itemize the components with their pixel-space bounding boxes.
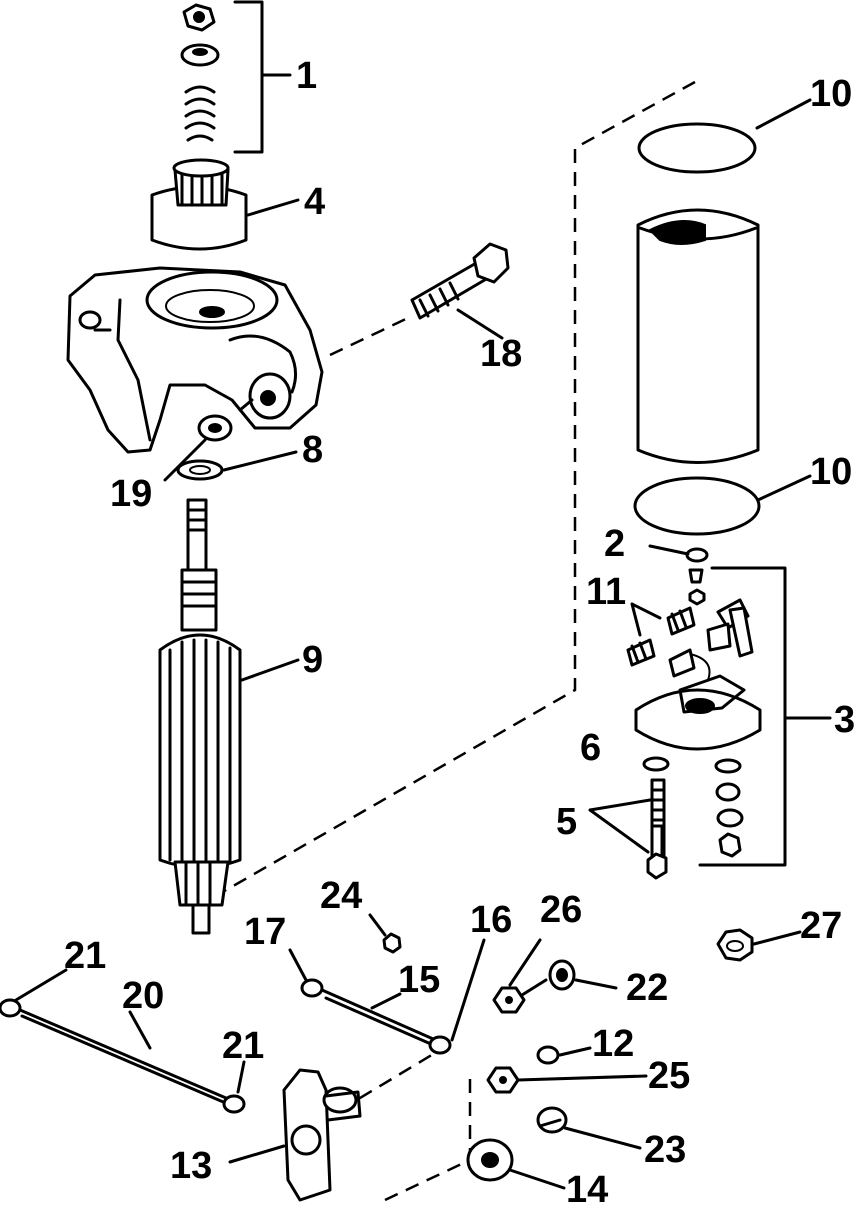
callout-3: 3 [834,699,855,741]
callout-11: 11 [586,571,626,613]
parts-5-6-bolts-washer [588,756,670,880]
callout-27: 27 [800,905,842,947]
callout-14: 14 [566,1169,608,1211]
callout-21-right: 21 [222,1025,264,1067]
callout-4: 4 [304,181,325,223]
callout-labels: 1 2 3 4 5 6 8 9 10 10 11 12 13 14 15 16 … [64,55,855,1211]
callout-10-top: 10 [810,73,852,115]
drive-housing-bracket [66,266,324,454]
part-10-o-rings-frame [633,98,812,536]
callout-8: 8 [302,429,323,471]
callout-12: 12 [592,1023,634,1065]
part-9-armature [158,498,300,935]
callout-17: 17 [244,911,286,953]
part-4-drive-pinion [150,158,300,251]
callout-16: 16 [470,899,512,941]
small-hardware [368,913,802,1190]
callout-24: 24 [320,875,362,917]
callout-22: 22 [626,967,668,1009]
callout-10-bottom: 10 [810,451,852,493]
callout-13: 13 [170,1145,212,1187]
callout-19: 19 [110,473,152,515]
parts-19-8-washers [163,398,298,482]
callout-26: 26 [540,889,582,931]
callout-5: 5 [556,801,577,843]
callout-25: 25 [648,1055,690,1097]
callout-2: 2 [604,523,625,565]
part-1-nut-washer-spring [180,0,292,154]
callout-21-left: 21 [64,935,106,977]
leads-and-cables [0,938,486,1114]
callout-20: 20 [122,975,164,1017]
part-13-solenoid-bracket [228,1068,362,1202]
callout-1: 1 [296,55,317,97]
callout-9: 9 [302,639,323,681]
part-18-bolt [410,242,510,340]
callout-18: 18 [480,333,522,375]
callout-23: 23 [644,1129,686,1171]
callout-6: 6 [580,727,601,769]
callout-15: 15 [398,959,440,1001]
part-3-end-cap-assembly [626,544,832,867]
